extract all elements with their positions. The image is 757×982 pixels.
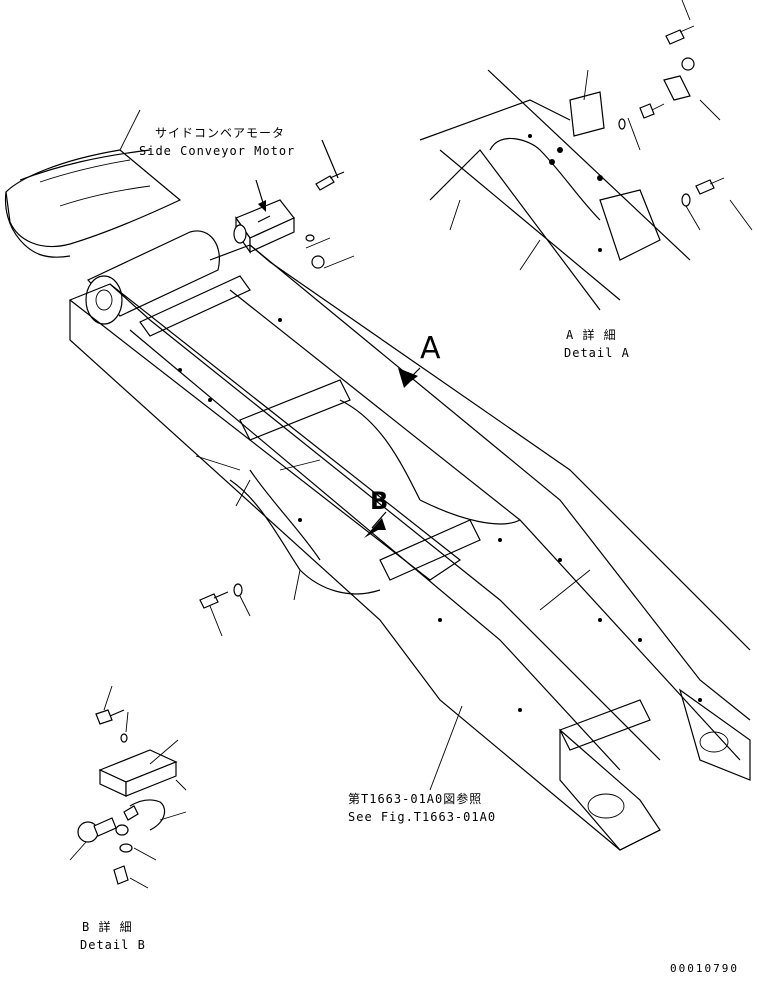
conveyor-belt — [4, 109, 182, 258]
motor-label-en: Side Conveyor Motor — [139, 144, 296, 158]
reference-label-jp: 第T1663-01A0図参照 — [348, 792, 483, 806]
conveyor-frame — [68, 230, 751, 851]
callout-a: A — [420, 331, 441, 366]
motor-label-jp: サイドコンベアモータ — [155, 126, 286, 140]
detail-a-label-en: Detail A — [564, 346, 630, 360]
detail-b-label-jp: B 詳 細 — [82, 920, 133, 934]
detail-b-label-en: Detail B — [80, 938, 146, 952]
callout-b: B — [370, 487, 389, 515]
detail-b-drawing — [69, 685, 187, 889]
side-conveyor-motor — [233, 139, 355, 269]
detail-a-drawing — [419, 0, 753, 311]
reference-label-en: See Fig.T1663-01A0 — [348, 810, 497, 824]
detail-a-label-jp: A 詳 細 — [566, 328, 617, 342]
drawing-number: 00010790 — [670, 962, 739, 975]
